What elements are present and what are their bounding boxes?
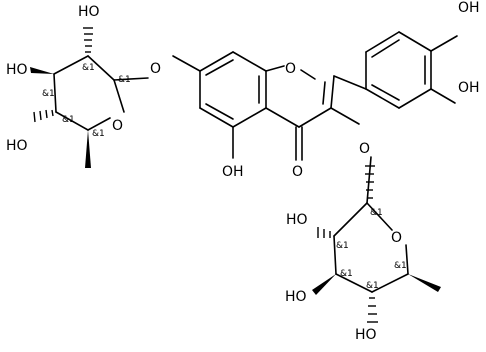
atom-oh-rha2-b: HO	[285, 289, 307, 305]
stereo-rha2-c3: &1	[340, 269, 353, 279]
atom-o-7-link: O	[150, 61, 161, 77]
stereo-rha1-c3: &1	[42, 89, 55, 99]
atom-oh-catechol-top: OH	[458, 0, 480, 16]
atom-o-3-link: O	[359, 141, 370, 157]
atom-o-rha2-ring: O	[391, 230, 402, 246]
pyranone-ring	[265, 65, 367, 161]
atom-oh-catechol-bottom: OH	[458, 80, 480, 96]
stereo-rha1-c1: &1	[118, 75, 131, 85]
stereo-rha2-c4: &1	[366, 281, 379, 291]
a-ring	[172, 51, 267, 159]
rha2-hash-c4	[367, 297, 378, 323]
stereo-rha1-c4: &1	[62, 115, 75, 125]
atom-oh-rha1-mid: HO	[6, 62, 28, 78]
stereo-rha2-c1: &1	[370, 208, 383, 218]
rhamnose-bottom	[312, 156, 441, 323]
atom-oh-rha2-c: HO	[355, 327, 377, 343]
atom-o-carbonyl: O	[292, 164, 303, 180]
catechol-ring	[365, 31, 458, 109]
atom-oh-rha2-a: HO	[286, 212, 308, 228]
stereo-rha2-c5: &1	[394, 261, 407, 271]
atom-o-chromone-ring: O	[285, 61, 296, 77]
rha2-hash-c1	[365, 165, 375, 199]
rha1-hash-c4	[33, 109, 54, 123]
rha1-hash-c2	[83, 27, 93, 53]
rhamnose-left	[30, 27, 149, 168]
stereo-rha1-c2: &1	[82, 63, 95, 73]
atom-oh-5: OH	[222, 164, 244, 180]
rha2-hash-c2	[317, 227, 331, 238]
atom-oh-rha1-top: HO	[78, 4, 100, 20]
stereo-rha2-c2: &1	[336, 241, 349, 251]
atom-o-rha1-ring: O	[112, 118, 123, 134]
stereo-rha1-c5: &1	[92, 129, 105, 139]
atom-oh-rha1-low: HO	[6, 138, 28, 154]
